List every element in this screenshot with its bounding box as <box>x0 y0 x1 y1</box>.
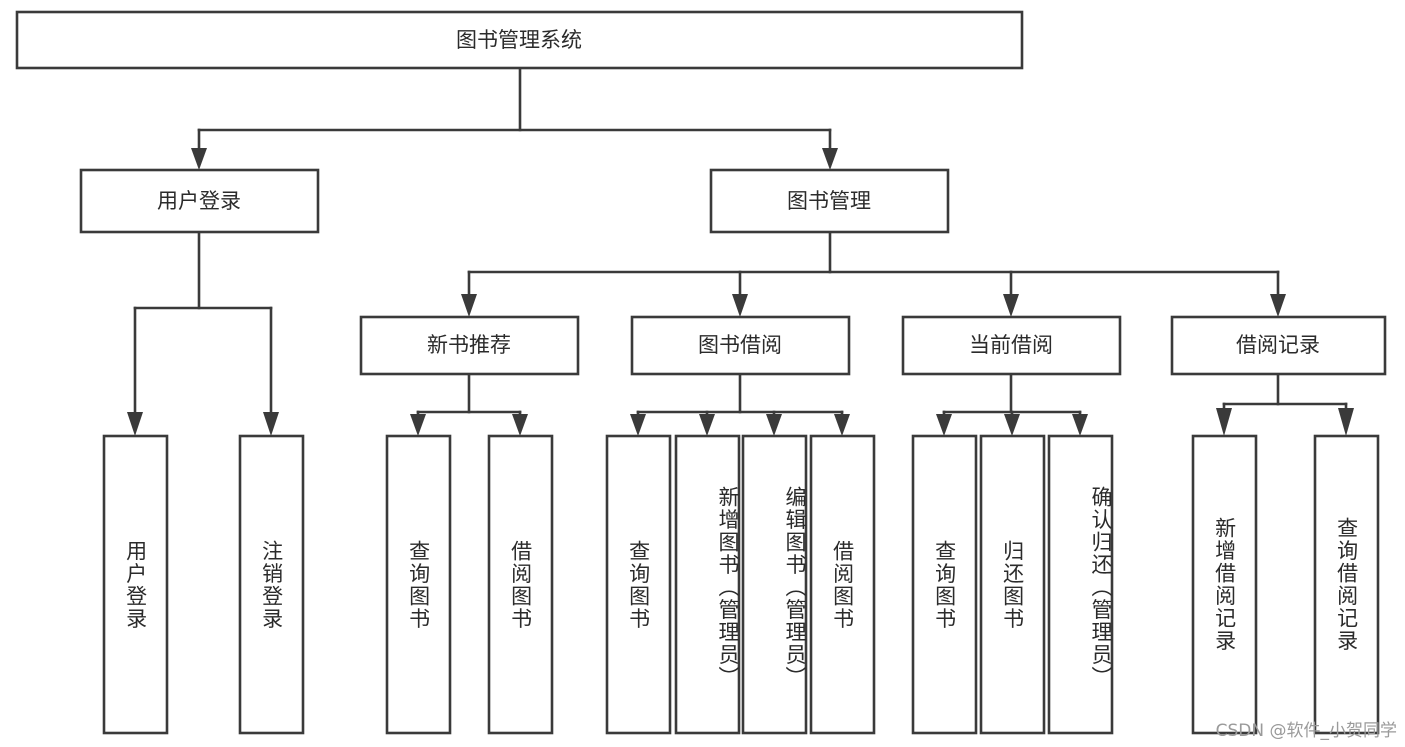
leaf-box-book-borrow-1[interactable] <box>674 434 741 735</box>
arrow-head-current-borrow <box>1003 294 1019 317</box>
arrow-head-leaf-logout <box>263 412 279 436</box>
leaf-box-book-borrow-2[interactable] <box>741 434 808 735</box>
leaf-box-book-borrow-0[interactable] <box>605 434 672 735</box>
leaf-box-user-login-1[interactable] <box>238 434 305 735</box>
arrow-head-borrow-records <box>1270 294 1286 317</box>
leaf-box-current-borrow-1[interactable] <box>979 434 1046 735</box>
node-book-borrow-label: 图书借阅 <box>698 333 782 357</box>
arrow-head-cb-leaf-2 <box>1004 414 1020 436</box>
arrow-head-br-leaf-2 <box>1338 408 1354 436</box>
leaf-box-borrow-records-0[interactable] <box>1191 434 1258 735</box>
arrow-head-bb-leaf-3 <box>766 414 782 436</box>
arrow-head-user-login <box>191 148 207 170</box>
arrow-head-bb-leaf-1 <box>630 414 646 436</box>
arrow-head-book-borrow <box>732 294 748 317</box>
node-new-book-recommend[interactable] <box>359 315 580 376</box>
node-new-book-recommend-label: 新书推荐 <box>427 333 511 357</box>
arrow-head-nb-leaf-1 <box>410 414 426 436</box>
node-borrow-records[interactable] <box>1170 315 1387 376</box>
node-current-borrow-label: 当前借阅 <box>969 333 1053 357</box>
node-book-management-label: 图书管理 <box>787 189 871 213</box>
leaf-box-new-book-1[interactable] <box>487 434 554 735</box>
leaf-box-new-book-0[interactable] <box>385 434 452 735</box>
node-borrow-records-label: 借阅记录 <box>1236 333 1320 357</box>
arrow-head-new-book-recommend <box>461 294 477 317</box>
watermark-text: CSDN @软件_小贺同学 <box>1215 721 1397 741</box>
arrow-head-bb-leaf-2 <box>699 414 715 436</box>
leaf-box-current-borrow-2[interactable] <box>1047 434 1114 735</box>
leaf-box-current-borrow-0[interactable] <box>911 434 978 735</box>
node-current-borrow[interactable] <box>901 315 1122 376</box>
leaf-box-borrow-records-1[interactable] <box>1313 434 1380 735</box>
arrow-head-bb-leaf-4 <box>834 414 850 436</box>
arrow-head-nb-leaf-2 <box>512 414 528 436</box>
node-book-borrow[interactable] <box>630 315 851 376</box>
arrow-head-book-manage <box>822 148 838 170</box>
node-root-system-label: 图书管理系统 <box>456 28 582 52</box>
node-user-login-label: 用户登录 <box>157 189 241 213</box>
connector-layer <box>127 66 1354 436</box>
node-root-system[interactable] <box>15 10 1024 70</box>
arrow-head-leaf-user-login <box>127 412 143 436</box>
leaf-box-user-login-0[interactable] <box>102 434 169 735</box>
node-layer: 图书管理系统 用户登录 图书管理 新书推荐 图书借阅 当前借阅 借阅记录 <box>15 10 1387 735</box>
arrow-head-cb-leaf-1 <box>936 414 952 436</box>
leaf-box-book-borrow-3[interactable] <box>809 434 876 735</box>
node-user-login[interactable] <box>79 168 320 234</box>
node-book-management[interactable] <box>709 168 950 234</box>
arrow-head-br-leaf-1 <box>1216 408 1232 436</box>
arrow-head-cb-leaf-3 <box>1072 414 1088 436</box>
